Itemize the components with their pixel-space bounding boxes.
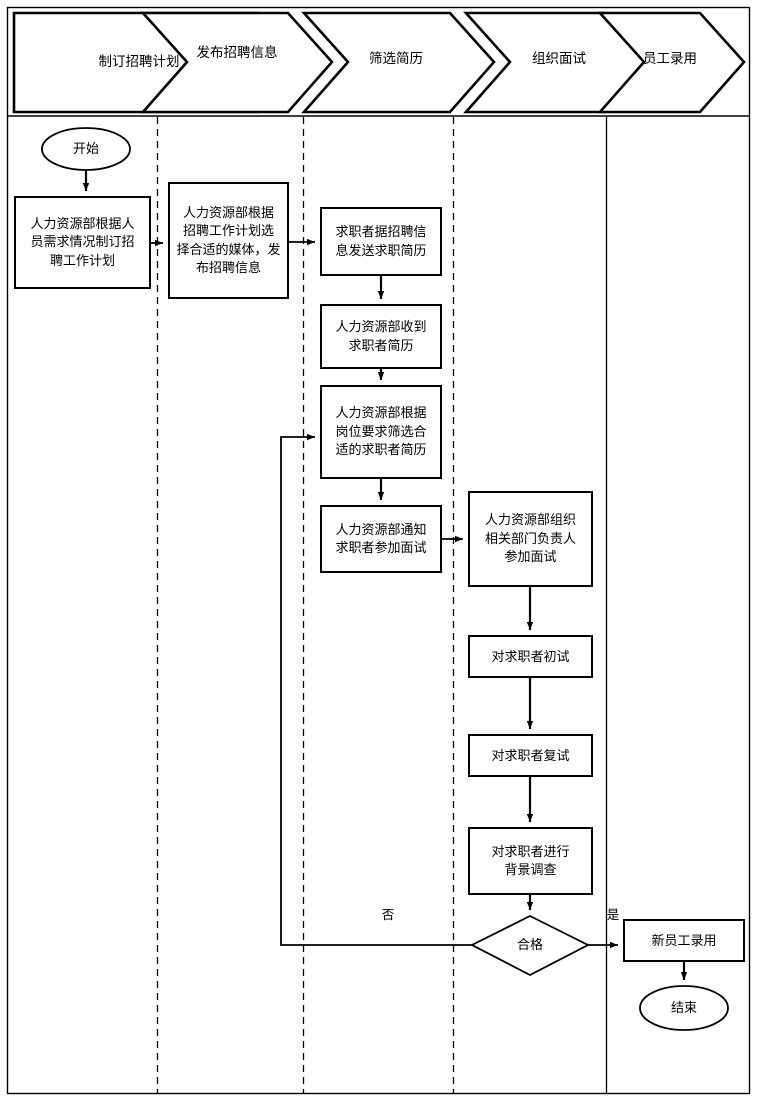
phase-chevron-5 bbox=[597, 11, 746, 114]
node-send-resume bbox=[320, 207, 442, 276]
node-decision bbox=[470, 914, 590, 977]
node-plan bbox=[14, 196, 151, 289]
node-second-round bbox=[468, 734, 593, 777]
node-end bbox=[639, 985, 729, 1031]
node-hire bbox=[623, 919, 745, 962]
edge-decision-no-to-screen bbox=[280, 433, 472, 946]
node-receive bbox=[320, 304, 442, 369]
node-organize bbox=[468, 491, 593, 587]
node-start bbox=[41, 127, 131, 171]
phase-chevron-3 bbox=[301, 11, 496, 114]
phase-chevron-2 bbox=[140, 11, 334, 114]
node-notify bbox=[320, 505, 442, 573]
node-background bbox=[468, 827, 593, 895]
node-publish bbox=[168, 182, 289, 299]
node-first-round bbox=[468, 635, 593, 678]
node-screen bbox=[320, 385, 442, 479]
outer-border bbox=[6, 6, 751, 1095]
